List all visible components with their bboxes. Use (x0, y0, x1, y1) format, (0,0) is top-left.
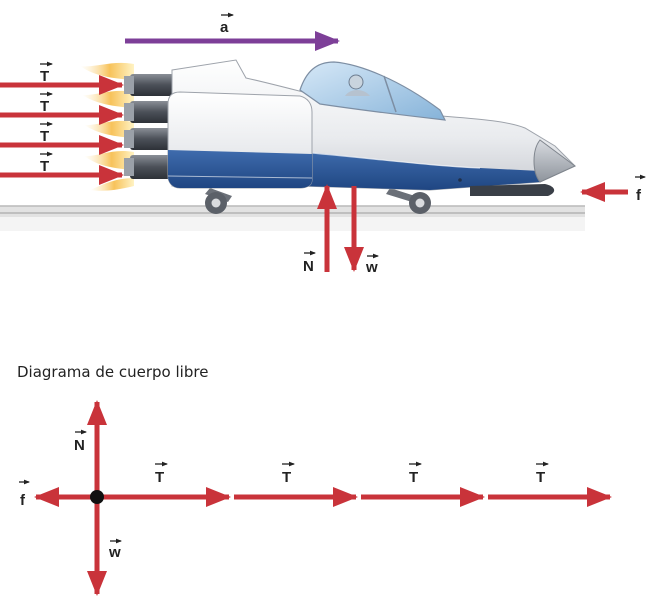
rear-wheel (205, 192, 227, 214)
svg-text:N: N (303, 258, 314, 275)
fbd-thrust-label-2: T (282, 461, 295, 486)
svg-text:f: f (20, 492, 26, 509)
svg-text:T: T (409, 469, 418, 486)
fbd-thrust-label-4: T (536, 461, 549, 486)
svg-text:T: T (40, 128, 49, 145)
svg-text:a: a (220, 19, 229, 36)
fbd-thrust-label-3: T (409, 461, 422, 486)
svg-text:T: T (40, 98, 49, 115)
nose-cone (533, 139, 576, 183)
svg-text:T: T (40, 68, 49, 85)
track (0, 205, 585, 231)
svg-text:T: T (536, 469, 545, 486)
front-wheel (409, 192, 431, 214)
engine-nozzles (124, 74, 174, 179)
svg-text:N: N (74, 437, 85, 454)
acceleration-label: a (220, 12, 234, 36)
normal-force-label: N (303, 250, 316, 275)
rocket-sled-vehicle (124, 59, 576, 214)
free-body-diagram: N w f T (19, 399, 613, 597)
svg-text:T: T (155, 469, 164, 486)
cockpit-canopy (299, 61, 447, 121)
svg-text:w: w (365, 259, 378, 276)
fbd-normal-label: N (74, 429, 87, 454)
thrust-label-3: T (40, 121, 53, 145)
svg-text:T: T (40, 158, 49, 175)
diagram-title: Diagrama de cuerpo libre (17, 363, 208, 381)
friction-label: f (635, 174, 646, 204)
thrust-label-1: T (40, 61, 53, 85)
thrust-label-2: T (40, 91, 53, 115)
thrust-label-4: T (40, 151, 53, 175)
fbd-weight-label: w (108, 538, 122, 561)
svg-text:w: w (108, 544, 121, 561)
svg-text:T: T (282, 469, 291, 486)
svg-text:f: f (636, 187, 642, 204)
fbd-body-point (90, 490, 104, 504)
fbd-thrust-label-1: T (155, 461, 168, 486)
weight-label: w (365, 253, 379, 276)
fbd-friction-label: f (19, 479, 30, 509)
